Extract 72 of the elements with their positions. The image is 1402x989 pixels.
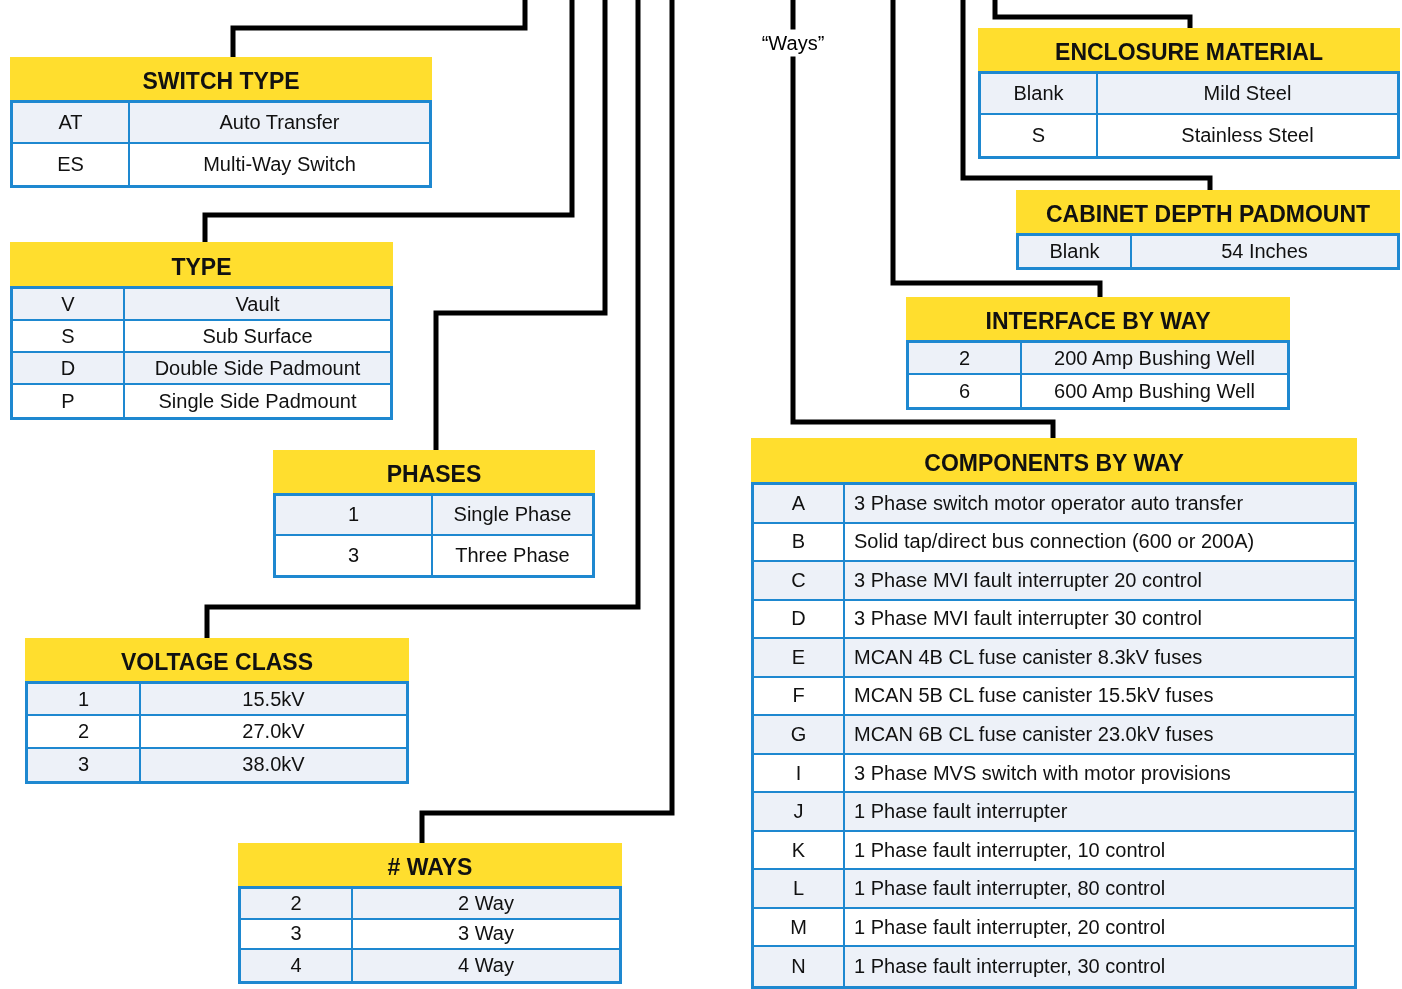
table-heading: SWITCH TYPE bbox=[10, 57, 432, 100]
description-cell: 54 Inches bbox=[1132, 236, 1397, 267]
code-cell: 3 bbox=[241, 919, 353, 951]
option-table bbox=[10, 242, 393, 420]
code-cell: D bbox=[754, 600, 845, 640]
option-table bbox=[1016, 190, 1400, 270]
code-cell: D bbox=[13, 353, 125, 385]
connector-line bbox=[230, 0, 528, 57]
description-cell: 38.0kV bbox=[141, 748, 406, 781]
code-cell: 2 bbox=[909, 343, 1022, 375]
code-cell: C bbox=[754, 562, 845, 601]
code-cell: B bbox=[754, 523, 845, 563]
table-heading: ENCLOSURE MATERIAL bbox=[978, 28, 1400, 71]
code-cell: E bbox=[754, 639, 845, 678]
code-cell: AT bbox=[13, 103, 130, 144]
description-cell: 1 Phase fault interrupter, 80 control bbox=[845, 870, 1354, 909]
table-heading: INTERFACE BY WAY bbox=[906, 297, 1290, 340]
code-cell: 1 bbox=[276, 496, 433, 536]
code-cell: 1 bbox=[28, 684, 141, 717]
option-table bbox=[751, 438, 1357, 989]
connector-line bbox=[890, 0, 1103, 297]
table-heading: VOLTAGE CLASS bbox=[25, 638, 409, 681]
description-cell: 1 Phase fault interrupter, 30 control bbox=[845, 947, 1354, 986]
code-cell: 2 bbox=[28, 716, 141, 749]
description-cell: Auto Transfer bbox=[130, 103, 429, 144]
table-heading: # WAYS bbox=[238, 843, 622, 886]
description-cell: MCAN 6B CL fuse canister 23.0kV fuses bbox=[845, 716, 1354, 755]
code-cell: 3 bbox=[28, 748, 141, 781]
connector-line bbox=[992, 0, 1193, 28]
code-cell: S bbox=[13, 321, 125, 353]
description-cell: Vault bbox=[125, 289, 390, 321]
description-cell: 15.5kV bbox=[141, 684, 406, 717]
description-cell: Double Side Padmount bbox=[125, 353, 390, 385]
table-heading: COMPONENTS BY WAY bbox=[751, 438, 1357, 482]
option-table bbox=[906, 297, 1290, 410]
description-cell: MCAN 4B CL fuse canister 8.3kV fuses bbox=[845, 639, 1354, 678]
code-cell: A bbox=[754, 485, 845, 524]
code-cell: 2 bbox=[241, 889, 353, 920]
code-cell: I bbox=[754, 754, 845, 794]
option-table bbox=[273, 450, 595, 578]
connector-line bbox=[202, 0, 575, 242]
description-cell: 2 Way bbox=[353, 889, 619, 920]
table-heading: PHASES bbox=[273, 450, 595, 493]
connector-line bbox=[790, 0, 1056, 438]
option-table bbox=[238, 843, 622, 984]
table-heading: TYPE bbox=[10, 242, 393, 286]
code-cell: 4 bbox=[241, 950, 353, 981]
option-table bbox=[25, 638, 409, 784]
table-heading: CABINET DEPTH PADMOUNT bbox=[1016, 190, 1400, 233]
code-cell: G bbox=[754, 716, 845, 755]
code-cell: Blank bbox=[981, 74, 1098, 115]
option-table bbox=[10, 57, 432, 188]
code-cell: J bbox=[754, 793, 845, 832]
code-cell: Blank bbox=[1019, 236, 1132, 267]
code-cell: F bbox=[754, 677, 845, 717]
description-cell: 3 Phase switch motor operator auto transfer bbox=[845, 485, 1354, 524]
code-cell: L bbox=[754, 870, 845, 909]
connector-line bbox=[419, 0, 675, 843]
code-cell: V bbox=[13, 289, 125, 321]
description-cell: Mild Steel bbox=[1098, 74, 1397, 115]
description-cell: 3 Phase MVI fault interrupter 20 control bbox=[845, 562, 1354, 601]
description-cell: 200 Amp Bushing Well bbox=[1022, 343, 1287, 375]
description-cell: 4 Way bbox=[353, 950, 619, 981]
description-cell: Single Phase bbox=[433, 496, 592, 536]
connector-line bbox=[204, 0, 641, 638]
code-cell: M bbox=[754, 908, 845, 948]
connector-line bbox=[433, 0, 608, 450]
code-cell: K bbox=[754, 831, 845, 871]
connector-line bbox=[960, 0, 1213, 190]
option-table bbox=[978, 28, 1400, 159]
code-cell: N bbox=[754, 947, 845, 986]
description-cell: 1 Phase fault interrupter bbox=[845, 793, 1354, 832]
